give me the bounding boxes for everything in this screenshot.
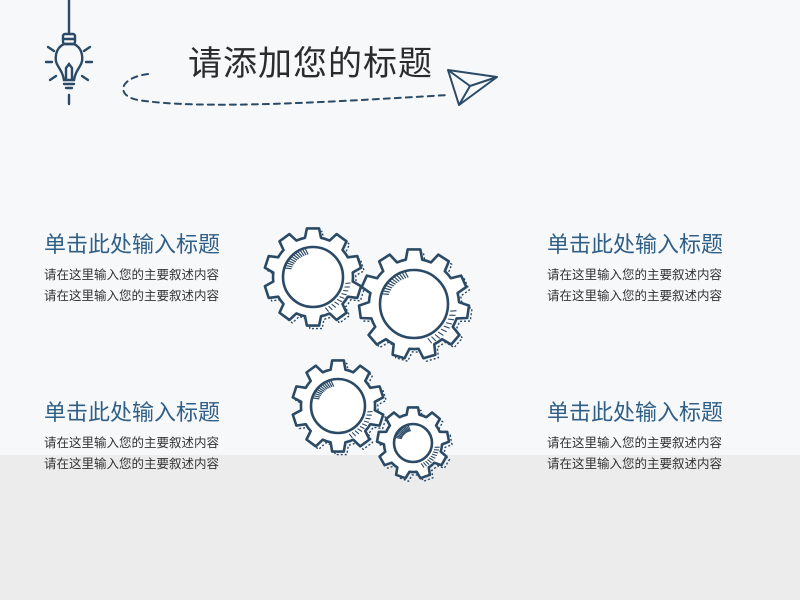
gears-icon [263, 227, 473, 482]
block-text-line[interactable]: 请在这里输入您的主要叙述内容 [44, 267, 220, 282]
text-block-bottom-left: 单击此处输入标题 请在这里输入您的主要叙述内容 请在这里输入您的主要叙述内容 [44, 400, 284, 474]
floor-band [0, 455, 800, 600]
text-block-top-right: 单击此处输入标题 请在这里输入您的主要叙述内容 请在这里输入您的主要叙述内容 [547, 232, 787, 306]
gear-icon [357, 248, 473, 362]
block-text-line[interactable]: 请在这里输入您的主要叙述内容 [547, 456, 723, 471]
block-text-line[interactable]: 请在这里输入您的主要叙述内容 [44, 456, 220, 471]
block-heading[interactable]: 单击此处输入标题 [547, 401, 724, 426]
block-text-line[interactable]: 请在这里输入您的主要叙述内容 [547, 288, 723, 303]
paper-plane-icon [447, 69, 498, 106]
block-heading[interactable]: 单击此处输入标题 [44, 401, 221, 426]
block-text-line[interactable]: 请在这里输入您的主要叙述内容 [44, 288, 220, 303]
block-text-line[interactable]: 请在这里输入您的主要叙述内容 [547, 435, 723, 450]
light-bulb-icon [44, 0, 94, 106]
slide-title: 请添加您的标题 [188, 44, 433, 84]
text-block-bottom-right: 单击此处输入标题 请在这里输入您的主要叙述内容 请在这里输入您的主要叙述内容 [547, 400, 787, 474]
gear-icon [263, 227, 365, 330]
gear-icon [291, 359, 387, 456]
block-heading[interactable]: 单击此处输入标题 [44, 233, 221, 258]
block-text-line[interactable]: 请在这里输入您的主要叙述内容 [44, 435, 220, 450]
gear-icon [375, 406, 453, 482]
block-heading[interactable]: 单击此处输入标题 [547, 233, 724, 258]
dashed-flight-path [122, 73, 449, 106]
block-text-line[interactable]: 请在这里输入您的主要叙述内容 [547, 267, 723, 282]
text-block-top-left: 单击此处输入标题 请在这里输入您的主要叙述内容 请在这里输入您的主要叙述内容 [44, 232, 284, 306]
